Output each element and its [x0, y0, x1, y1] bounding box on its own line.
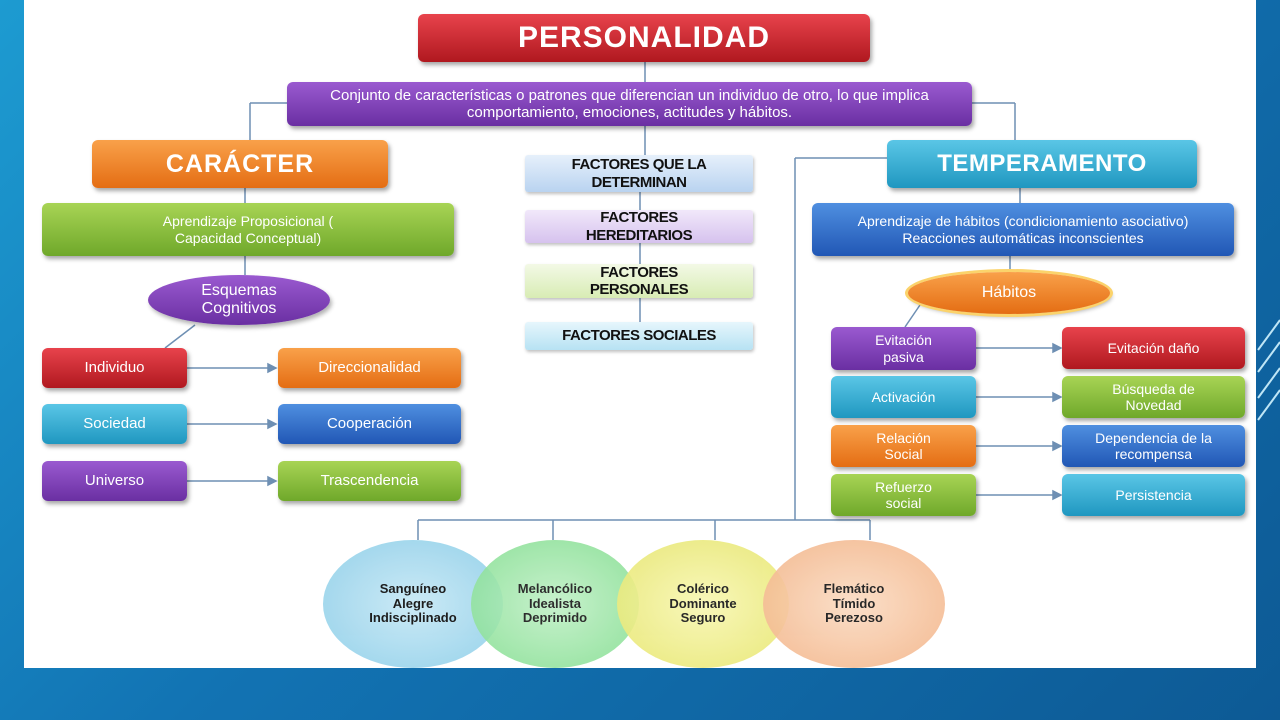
melancolico-trait-2: Deprimido: [522, 610, 588, 626]
busqueda-novedad-box: Búsqueda de Novedad: [1062, 376, 1245, 418]
sanguineo-text: Sanguíneo Alegre Indisciplinado: [369, 580, 457, 627]
activacion-label: Activación: [871, 388, 936, 405]
factores-sociales: FACTORES SOCIALES: [562, 327, 716, 345]
sanguineo-name: Sanguíneo: [379, 580, 447, 596]
evitacion-pasiva-box: Evitación pasiva: [831, 327, 976, 370]
direccionalidad-label: Direccionalidad: [318, 359, 421, 377]
factores-personales-box: FACTORES PERSONALES: [525, 264, 753, 298]
persistencia-box: Persistencia: [1062, 474, 1245, 516]
colerico-name: Colérico: [676, 580, 729, 596]
aprendizaje-habitos-box: Aprendizaje de hábitos (condicionamiento…: [812, 203, 1234, 256]
melancolico-trait-1: Idealista: [528, 595, 581, 611]
factores-header: FACTORES QUE LA DETERMINAN: [571, 156, 707, 191]
factores-header-box: FACTORES QUE LA DETERMINAN: [525, 155, 753, 192]
definition-text: Conjunto de características o patrones q…: [330, 86, 929, 121]
definition-box: Conjunto de características o patrones q…: [287, 82, 972, 126]
persistencia-label: Persistencia: [1115, 486, 1192, 503]
aprendizaje-habitos-text: Aprendizaje de hábitos (condicionamiento…: [857, 213, 1189, 246]
sociedad-label: Sociedad: [83, 415, 146, 433]
universo-label: Universo: [84, 472, 145, 490]
flematico-trait-1: Tímido: [832, 595, 876, 611]
sociedad-box: Sociedad: [42, 404, 187, 444]
dependencia-recompensa-label: Dependencia de la recompensa: [1095, 429, 1212, 462]
flematico-name: Flemático: [823, 580, 885, 596]
universo-box: Universo: [42, 461, 187, 501]
page-title: PERSONALIDAD: [517, 20, 770, 54]
habitos-oval: Hábitos: [908, 272, 1110, 314]
caracter-box: CARÁCTER: [92, 140, 388, 188]
factores-hereditarios: FACTORES HEREDITARIOS: [585, 209, 693, 244]
colerico-circle: Colérico Dominante Seguro: [617, 540, 789, 668]
esquemas-cognitivos-text: Esquemas Cognitivos: [201, 281, 277, 317]
direccionalidad-box: Direccionalidad: [278, 348, 461, 388]
melancolico-circle: Melancólico Idealista Deprimido: [471, 540, 639, 668]
colerico-text: Colérico Dominante Seguro: [669, 580, 737, 627]
refuerzo-social-label: Refuerzo social: [875, 478, 932, 511]
flematico-text: Flemático Tímido Perezoso: [823, 580, 885, 627]
factores-sociales-box: FACTORES SOCIALES: [525, 322, 753, 350]
colerico-trait-1: Dominante: [669, 595, 737, 611]
cooperacion-label: Cooperación: [326, 415, 413, 433]
flematico-circle: Flemático Tímido Perezoso: [763, 540, 945, 668]
aprendizaje-proposicional-box: Aprendizaje Proposicional ( Capacidad Co…: [42, 203, 454, 256]
individuo-box: Individuo: [42, 348, 187, 388]
evitacion-dano-box: Evitación daño: [1062, 327, 1245, 369]
habitos-text: Hábitos: [981, 283, 1037, 301]
esquemas-cognitivos-oval: Esquemas Cognitivos: [148, 275, 330, 325]
evitacion-dano-label: Evitación daño: [1107, 339, 1200, 356]
refuerzo-social-box: Refuerzo social: [831, 474, 976, 516]
title-box: PERSONALIDAD: [418, 14, 870, 62]
relacion-social-label: Relación Social: [876, 429, 931, 462]
flematico-trait-2: Perezoso: [825, 610, 883, 626]
sanguineo-trait-2: Indisciplinado: [369, 610, 457, 626]
individuo-label: Individuo: [84, 359, 145, 377]
dependencia-recompensa-box: Dependencia de la recompensa: [1062, 425, 1245, 467]
activacion-box: Activación: [831, 376, 976, 418]
sanguineo-trait-1: Alegre: [392, 595, 434, 611]
relacion-social-box: Relación Social: [831, 425, 976, 467]
factores-personales: FACTORES PERSONALES: [589, 263, 689, 298]
temperamento-box: TEMPERAMENTO: [887, 140, 1197, 188]
trascendencia-box: Trascendencia: [278, 461, 461, 501]
factores-hereditarios-box: FACTORES HEREDITARIOS: [525, 209, 753, 244]
caracter-title: CARÁCTER: [165, 149, 315, 178]
aprendizaje-proposicional-text: Aprendizaje Proposicional ( Capacidad Co…: [162, 213, 334, 246]
trascendencia-label: Trascendencia: [320, 472, 419, 490]
melancolico-name: Melancólico: [517, 580, 593, 596]
busqueda-novedad-label: Búsqueda de Novedad: [1112, 380, 1195, 413]
cooperacion-box: Cooperación: [278, 404, 461, 444]
colerico-trait-2: Seguro: [680, 610, 726, 626]
temperamento-title: TEMPERAMENTO: [937, 150, 1147, 178]
evitacion-pasiva-label: Evitación pasiva: [875, 332, 932, 365]
melancolico-text: Melancólico Idealista Deprimido: [517, 580, 593, 627]
